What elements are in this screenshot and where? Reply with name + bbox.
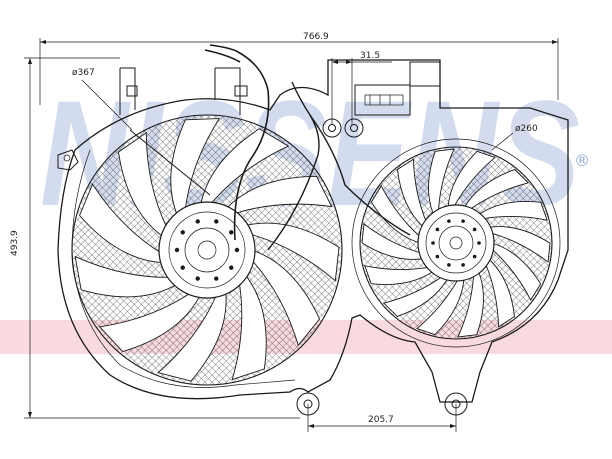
fan-blade	[491, 242, 542, 301]
small-fan	[351, 138, 561, 348]
large-fan-diameter-label: ø367	[72, 68, 95, 78]
fan-blade	[250, 249, 321, 347]
hub-bolt	[195, 219, 200, 224]
connector-offset-label: 31.5	[360, 51, 380, 61]
fan-blade	[484, 257, 515, 328]
hub-bolt	[180, 265, 185, 270]
small-fan-diameter-label: ø260	[515, 124, 538, 134]
hub-bolt	[472, 254, 477, 259]
fan-blade	[74, 255, 179, 298]
hub-bolt	[461, 263, 465, 267]
hub-bolt	[180, 230, 185, 235]
hub-bolt	[435, 254, 440, 259]
large-fan-blades	[74, 118, 340, 382]
fan-blade	[447, 150, 496, 209]
fan-blade	[170, 118, 221, 217]
fan-blade	[117, 131, 168, 239]
mount-spacing-dimension: 205.7	[307, 404, 457, 432]
hub-bolt	[447, 263, 451, 267]
large-fan-diameter-dimension: ø367	[72, 68, 133, 131]
fan-blade	[457, 270, 484, 338]
fan-blade	[231, 273, 267, 381]
upper-mounts	[322, 118, 364, 138]
bottom-mounts	[296, 392, 468, 416]
wiring-harness	[119, 44, 411, 251]
fan-blade	[244, 222, 340, 282]
hub-bolt	[461, 219, 465, 223]
fan-blade	[416, 277, 465, 336]
hub-bolt	[431, 241, 435, 245]
hub-bolt	[435, 227, 440, 232]
fan-blade	[361, 223, 425, 260]
fan-blade	[487, 226, 551, 263]
large-fan	[71, 114, 343, 386]
fan-blade	[397, 158, 428, 229]
fan-blade	[157, 290, 227, 382]
hub-bolt	[214, 219, 219, 224]
fan-blade	[79, 183, 165, 264]
hub-bolt	[229, 265, 234, 270]
hub-bolt	[472, 227, 477, 232]
large-fan-hub-bolts	[174, 219, 240, 281]
small-fan-hub-bolts	[431, 219, 481, 267]
connector-offset-dimension: 31.5	[331, 51, 392, 125]
fan-blade	[224, 175, 333, 215]
registered-mark: ®	[574, 151, 590, 170]
height-label: 493.9	[10, 230, 20, 256]
fan-blade	[428, 148, 455, 216]
height-dimension: 493.9	[10, 57, 300, 419]
overall-width-label: 766.9	[303, 32, 329, 42]
hub-bolt	[174, 247, 180, 253]
fan-blade	[382, 275, 449, 317]
fan-blade	[98, 291, 202, 353]
overall-width-dimension: 766.9	[39, 32, 559, 105]
fan-blade	[477, 201, 548, 221]
hub-bolt	[447, 219, 451, 223]
hub-bolt	[477, 241, 481, 245]
fan-blade	[364, 265, 435, 285]
hub-bolt	[234, 247, 240, 253]
hub-bolt	[214, 276, 219, 281]
large-fan-hub	[158, 201, 256, 299]
fan-blade	[200, 128, 290, 206]
small-fan-blades	[361, 148, 551, 338]
connector-icon	[354, 61, 441, 116]
small-fan-hub	[417, 204, 495, 282]
mount-spacing-label: 205.7	[368, 415, 394, 425]
fan-blade	[463, 169, 530, 211]
hub-bolt	[229, 230, 234, 235]
shroud-frame	[57, 59, 569, 403]
hub-bolt	[195, 276, 200, 281]
fan-blade	[370, 185, 421, 244]
